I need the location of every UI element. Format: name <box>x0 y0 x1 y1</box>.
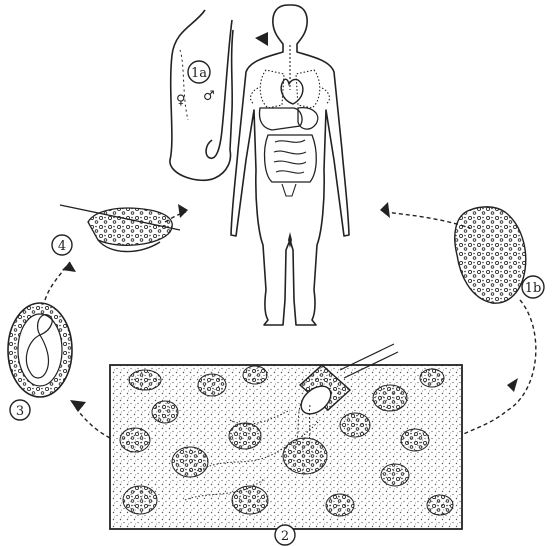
stage-3-marker: 3 <box>10 400 30 420</box>
arrowhead-to-stage-3 <box>70 400 86 412</box>
arrowhead-to-soil <box>507 378 518 392</box>
embryonated-egg <box>8 303 72 397</box>
stage-1b-marker: 1b <box>522 276 544 298</box>
pointer-arrowhead <box>255 32 268 46</box>
arrowhead-from-human <box>380 202 390 218</box>
stage-2-marker: 2 <box>275 525 295 545</box>
male-symbol: ♂ <box>203 89 215 104</box>
soil-panel <box>110 344 462 529</box>
egg-cluster <box>455 207 526 303</box>
stage-1a-label: 1a <box>191 66 207 81</box>
stage-2-label: 2 <box>281 529 289 544</box>
arrowhead-to-human <box>178 204 188 218</box>
hatching-larva <box>60 205 180 252</box>
stage-1b-label: 1b <box>525 281 542 296</box>
stage-4-marker: 4 <box>52 235 72 255</box>
female-symbol: ♀ <box>176 93 186 108</box>
stage-3-label: 3 <box>16 404 24 419</box>
stage-4-label: 4 <box>58 239 66 254</box>
stage-1a-marker: 1a <box>188 61 210 83</box>
